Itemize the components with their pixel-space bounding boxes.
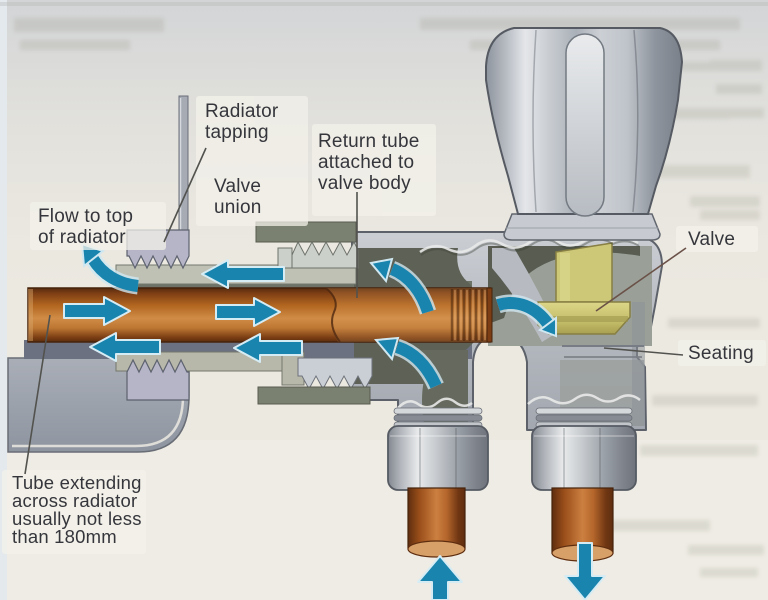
valve-plug <box>537 242 631 335</box>
arrow-left-below-tube-1 <box>89 332 161 362</box>
label-union-line1: Valve <box>214 176 261 197</box>
label-tube-extending: Tube extending across radiator usually n… <box>12 472 142 547</box>
label-union-line2: union <box>214 197 262 218</box>
label-return-line2: attached to <box>318 152 414 173</box>
label-tube-ext-line3: usually not less <box>12 508 142 529</box>
leader-lines <box>24 147 687 475</box>
valve-seating <box>562 345 644 358</box>
label-return-tube: Return tube attached to valve body <box>318 131 420 194</box>
label-flow-line2: of radiator <box>38 227 126 248</box>
arrow-down-outlet <box>564 542 606 600</box>
valve-handle <box>485 27 684 241</box>
tube-thread-ribs <box>450 289 490 341</box>
label-valve: Valve <box>688 229 735 250</box>
outlet-fitting <box>531 407 637 562</box>
arrow-right-in-tube-1 <box>63 296 131 326</box>
page-edge <box>0 0 7 600</box>
tube-cutaway-edge <box>325 287 341 343</box>
arrow-up-inlet <box>417 555 463 600</box>
radiator-tapping-bottom <box>126 358 190 401</box>
label-tapping-line2: tapping <box>205 122 269 143</box>
label-return-line3: valve body <box>318 173 411 194</box>
arrow-curve-to-radiator-top <box>87 255 139 292</box>
label-tube-ext-line2: across radiator <box>12 490 137 511</box>
arrow-curve-over-tube <box>389 263 434 314</box>
diagram-labels: Flow to top of radiator Radiator tapping… <box>12 101 754 547</box>
label-radiator-tapping: Radiator tapping <box>205 101 279 143</box>
leader-tube-extending <box>24 314 51 475</box>
handle-skirt <box>503 213 661 241</box>
arrow-right-in-tube-2 <box>215 297 281 327</box>
arrow-curve-through-valve <box>496 297 553 328</box>
leader-radiator-tapping <box>163 147 207 243</box>
copper-tail-left <box>407 487 466 549</box>
label-tapping-line1: Radiator <box>205 101 279 122</box>
label-valve-union: Valve union <box>214 176 262 218</box>
label-tube-ext-line4: than 180mm <box>12 526 117 547</box>
curved-flow-arrows <box>80 242 557 390</box>
handle-groove <box>565 33 605 217</box>
inlet-fitting <box>387 407 489 558</box>
arrow-left-above-tube <box>201 259 285 289</box>
label-flow-to-top: Flow to top of radiator <box>38 206 133 248</box>
label-flow-line1: Flow to top <box>38 206 133 227</box>
label-return-line1: Return tube <box>318 131 420 152</box>
arrow-left-below-tube-2 <box>233 333 303 363</box>
leader-seating <box>603 347 684 356</box>
arrow-curve-under-tube <box>394 341 442 389</box>
label-tube-ext-line1: Tube extending <box>12 472 142 493</box>
leader-valve <box>595 247 687 312</box>
flow-arrows <box>63 259 606 600</box>
label-seating: Seating <box>688 343 754 364</box>
label-backgrounds <box>2 96 766 554</box>
